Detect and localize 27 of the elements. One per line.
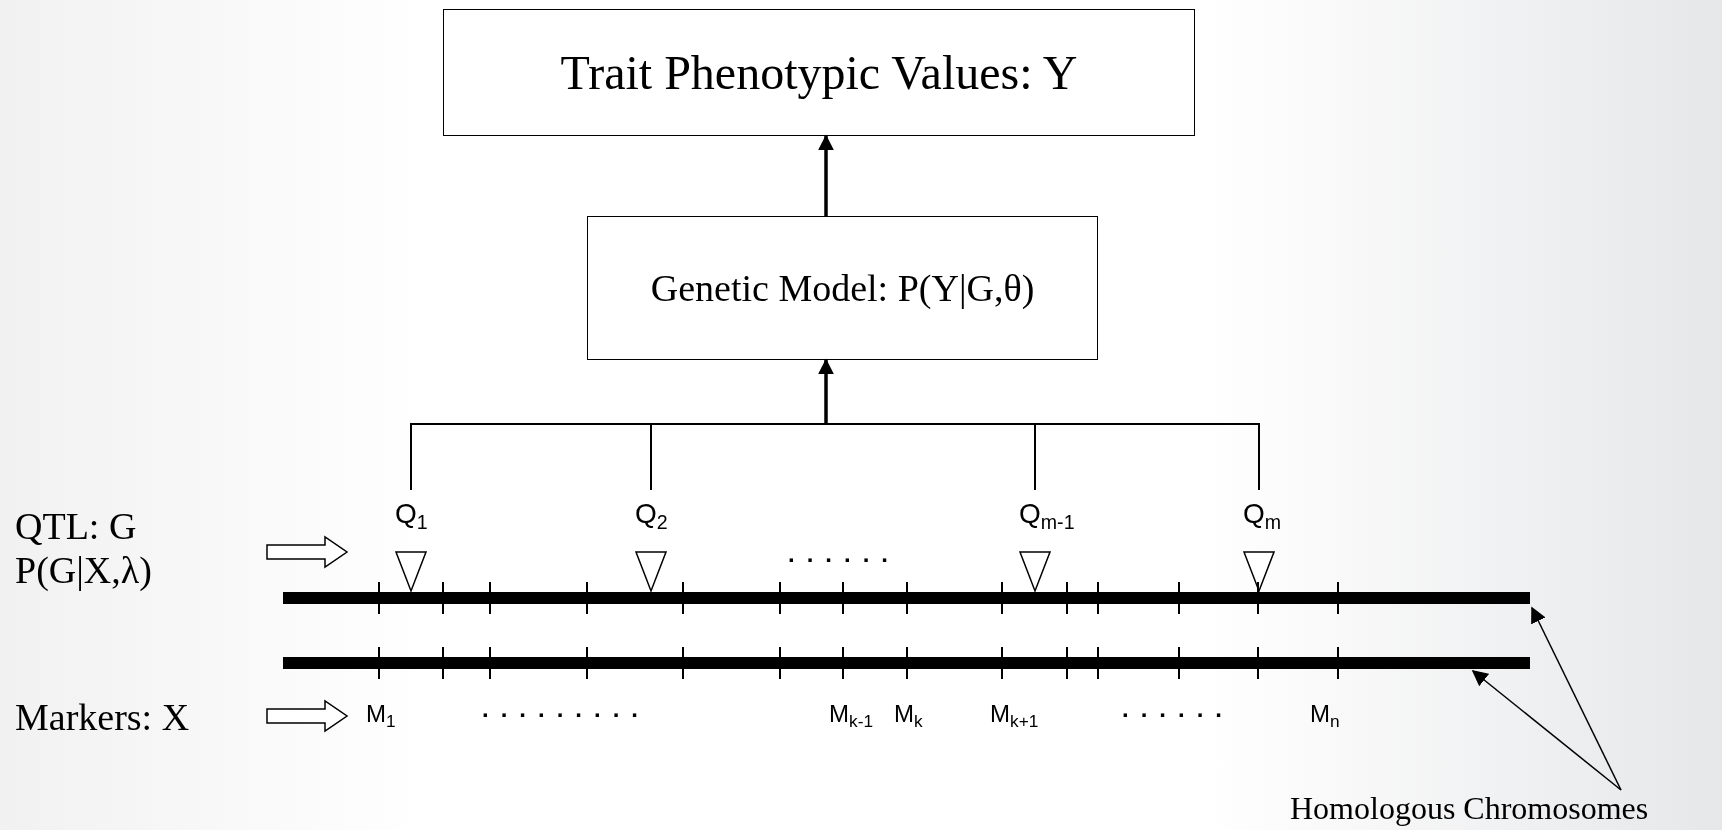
arrow — [1531, 606, 1622, 791]
process-box — [587, 216, 1098, 360]
connector-line — [650, 423, 827, 491]
arrow — [818, 358, 834, 424]
ellipsis: ......... — [482, 695, 650, 723]
side-label: Homologous Chromosomes — [1290, 790, 1650, 827]
marker-label: M$_{k+1}$ — [990, 700, 1039, 728]
side-label: P(G|X,λ) — [15, 548, 153, 593]
ellipsis: ...... — [1122, 695, 1234, 723]
qtl-label: Q$_{1}$ — [395, 498, 428, 530]
arrow — [818, 134, 834, 216]
ellipsis: ...... — [788, 540, 900, 568]
chromosome-bar — [283, 657, 1530, 669]
box-title: Genetic Model: P(Y|G,θ) — [650, 266, 1035, 310]
box-title: Trait Phenotypic Values: Y — [560, 45, 1078, 100]
side-label: QTL: G — [15, 505, 138, 549]
marker-label: M$_{1}$ — [366, 700, 396, 728]
marker-label: M$_{n}$ — [1310, 700, 1340, 728]
marker-label: M$_{k}$ — [894, 700, 923, 728]
qtl-label: Q$_{m}$ — [1243, 498, 1282, 530]
marker-label: M$_{k-1}$ — [829, 700, 873, 728]
qtl-label: Q$_{m-1}$ — [1019, 498, 1075, 530]
side-label: Markers: X — [15, 696, 191, 740]
arrow — [1471, 670, 1622, 791]
qtl-label: Q$_{2}$ — [635, 498, 668, 530]
chromosome-bar — [283, 592, 1530, 604]
process-box — [443, 9, 1195, 136]
